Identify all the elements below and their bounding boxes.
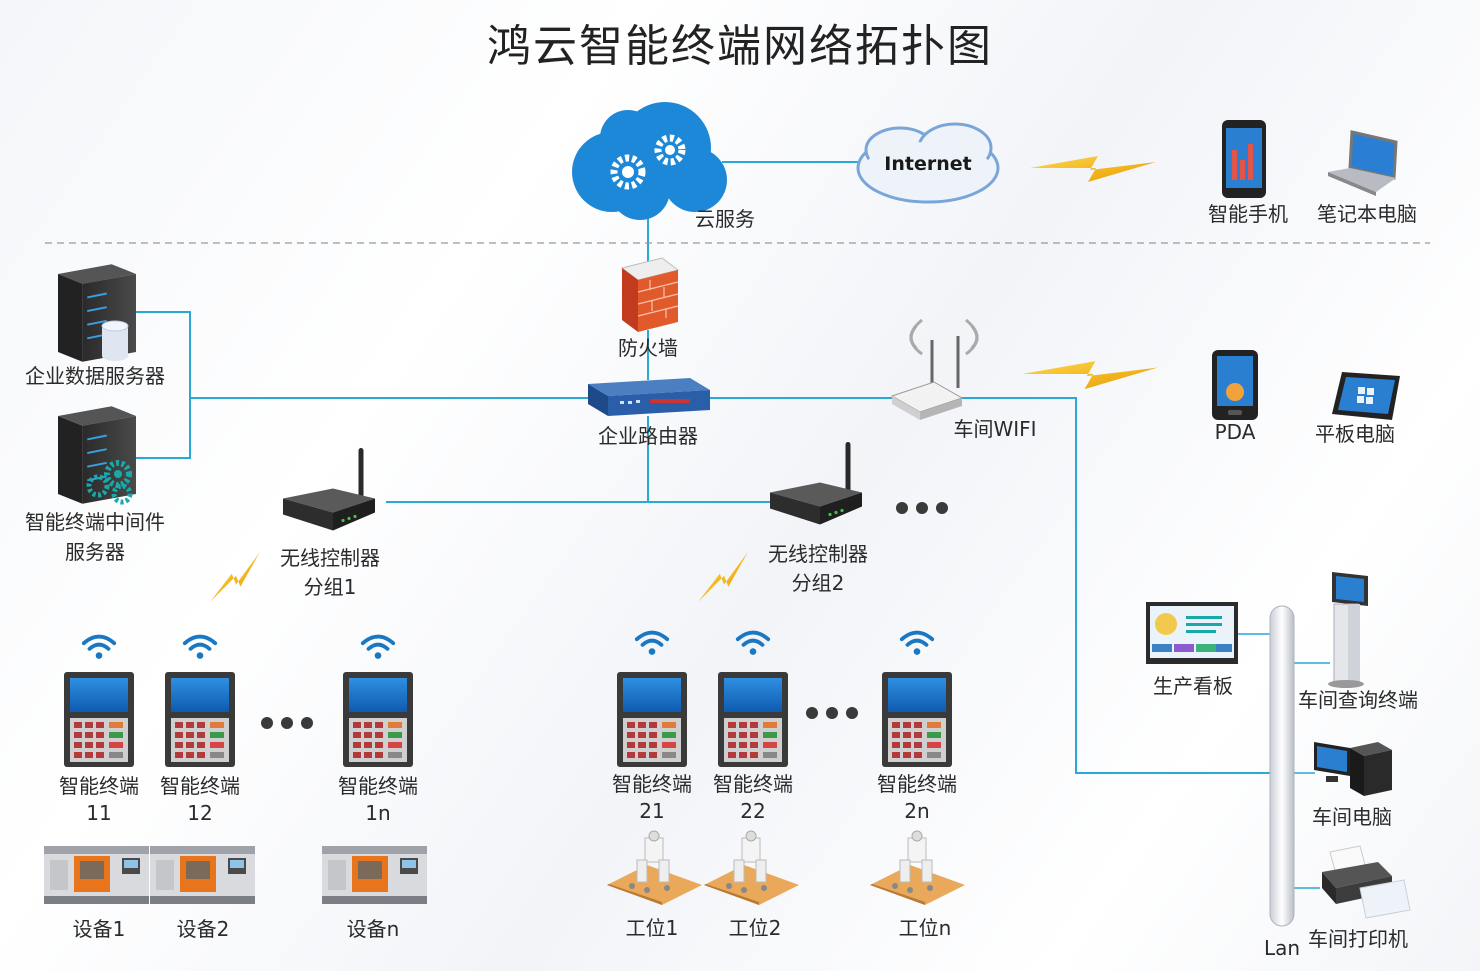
terminal-icon-1n (343, 672, 413, 767)
wifi-label: 车间WIFI (953, 417, 1037, 441)
terminal-icon-22 (718, 672, 788, 767)
machine-icon-1 (44, 846, 149, 904)
middleware-server-label-2: 服务器 (65, 540, 125, 564)
terminal-21-number: 21 (639, 799, 665, 823)
page-title: 鸿云智能终端网络拓扑图 (487, 21, 993, 72)
terminal-icon-2n (882, 672, 952, 767)
workstation-icon-n (870, 830, 965, 905)
more-dots-icon (261, 502, 948, 729)
production-board-label: 生产看板 (1153, 674, 1233, 698)
cloud-service-label: 云服务 (695, 207, 755, 231)
laptop-icon (1328, 130, 1398, 196)
terminal-12-number: 12 (187, 801, 213, 825)
gears-icon (86, 460, 133, 505)
terminal-2n-number: 2n (904, 799, 930, 823)
wireless-controller-icon-1 (283, 451, 375, 531)
firewall-icon (620, 257, 680, 332)
terminal-12-label: 智能终端 (160, 774, 240, 798)
cloud-service-icon (572, 102, 727, 220)
terminal-icon-11 (64, 672, 134, 767)
data-server-label: 企业数据服务器 (25, 364, 165, 388)
station-1-label: 工位1 (625, 916, 679, 940)
station-n-label: 工位n (898, 916, 952, 940)
firewall-label: 防火墙 (618, 336, 678, 360)
pda-label: PDA (1214, 420, 1256, 444)
machine-icon-2 (150, 846, 255, 904)
workshop-pc-icon (1314, 742, 1392, 796)
terminal-11-label: 智能终端 (59, 774, 139, 798)
device-2-label: 设备2 (176, 917, 230, 941)
smartphone-icon (1222, 120, 1266, 198)
lan-label: Lan (1263, 936, 1301, 960)
tablet-icon (1332, 372, 1400, 420)
tablet-label: 平板电脑 (1315, 422, 1395, 446)
printer-label: 车间打印机 (1308, 927, 1408, 951)
terminal-icon-12 (165, 672, 235, 767)
terminal-2n-label: 智能终端 (877, 772, 957, 796)
smartphone-label: 智能手机 (1208, 202, 1288, 226)
terminal-21-label: 智能终端 (612, 772, 692, 796)
production-board-icon (1146, 602, 1238, 664)
device-1-label: 设备1 (72, 917, 126, 941)
laptop-label: 笔记本电脑 (1317, 202, 1417, 226)
database-icon (101, 320, 129, 361)
enterprise-router-icon (588, 378, 710, 416)
workstation-icon-1 (607, 830, 702, 905)
pda-icon (1212, 350, 1258, 420)
printer-icon (1322, 845, 1411, 919)
workshop-wifi-ap-icon (890, 318, 979, 420)
device-n-label: 设备n (346, 917, 400, 941)
terminal-22-label: 智能终端 (713, 772, 793, 796)
terminal-22-number: 22 (740, 799, 766, 823)
internet-label: Internet (884, 153, 972, 175)
terminal-icon-21 (617, 672, 687, 767)
machine-icon-n (322, 846, 427, 904)
terminal-1n-label: 智能终端 (338, 774, 418, 798)
middleware-server-icon (58, 406, 136, 504)
controller-1-group: 分组1 (303, 575, 357, 599)
terminal-1n-number: 1n (365, 801, 391, 825)
controller-1-label: 无线控制器 (280, 546, 380, 570)
terminal-11-number: 11 (86, 801, 112, 825)
workstation-icon-2 (704, 830, 799, 905)
router-label: 企业路由器 (598, 424, 698, 448)
kiosk-icon (1328, 572, 1368, 688)
wireless-controller-icon-2 (770, 445, 862, 525)
controller-2-group: 分组2 (791, 571, 845, 595)
internet-cloud-icon (856, 122, 1000, 204)
station-2-label: 工位2 (728, 916, 782, 940)
workshop-pc-label: 车间电脑 (1312, 805, 1392, 829)
kiosk-label: 车间查询终端 (1298, 688, 1418, 712)
middleware-server-label-1: 智能终端中间件 (25, 510, 165, 534)
lan-bus (1269, 605, 1295, 927)
controller-2-label: 无线控制器 (768, 542, 868, 566)
